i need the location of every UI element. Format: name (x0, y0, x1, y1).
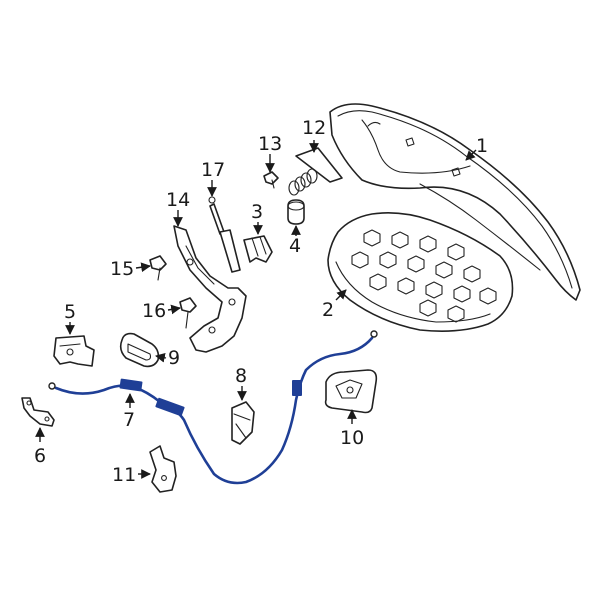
hood-insulator-pad (327, 212, 514, 332)
latch-bracket (21, 397, 55, 427)
callout-13: 13 (258, 133, 282, 155)
release-lever-cover (324, 369, 378, 414)
hood-latch (53, 335, 95, 367)
callout-11: 11 (112, 464, 136, 486)
callout-2: 2 (322, 299, 334, 321)
callout-16: 16 (142, 300, 166, 322)
bolt-16 (179, 297, 197, 329)
callout-7: 7 (123, 409, 135, 431)
release-handle (231, 401, 255, 445)
callout-3: 3 (251, 201, 263, 223)
callout-4: 4 (289, 235, 301, 257)
hood-release-cable (48, 330, 378, 485)
bolt-13 (263, 171, 279, 189)
hinge-seal (119, 332, 160, 368)
callout-9: 9 (168, 347, 180, 369)
hinge-spring-assembly (288, 147, 343, 196)
hood-hinge (173, 225, 247, 353)
callout-1: 1 (476, 135, 488, 157)
callout-labels: 1 2 3 4 5 6 7 8 9 10 11 12 13 14 15 16 1… (34, 117, 488, 486)
callout-5: 5 (64, 301, 76, 323)
callout-17: 17 (201, 159, 225, 181)
hood-strut (208, 196, 241, 273)
insulator-hex-pattern (351, 229, 497, 323)
callout-leaders (35, 140, 477, 479)
spring-coil (288, 168, 318, 196)
cable-connector (155, 397, 185, 417)
hood-rubber-stop (287, 199, 305, 225)
cable-grommet (292, 380, 302, 396)
bolt-15 (149, 255, 167, 281)
hood-bumper (243, 235, 273, 263)
callout-8: 8 (235, 365, 247, 387)
latch-support-bracket (149, 445, 177, 493)
callout-10: 10 (340, 427, 364, 449)
callout-6: 6 (34, 445, 46, 467)
callout-14: 14 (166, 189, 190, 211)
callout-12: 12 (302, 117, 326, 139)
callout-15: 15 (110, 258, 134, 280)
cable-clip (119, 378, 143, 392)
